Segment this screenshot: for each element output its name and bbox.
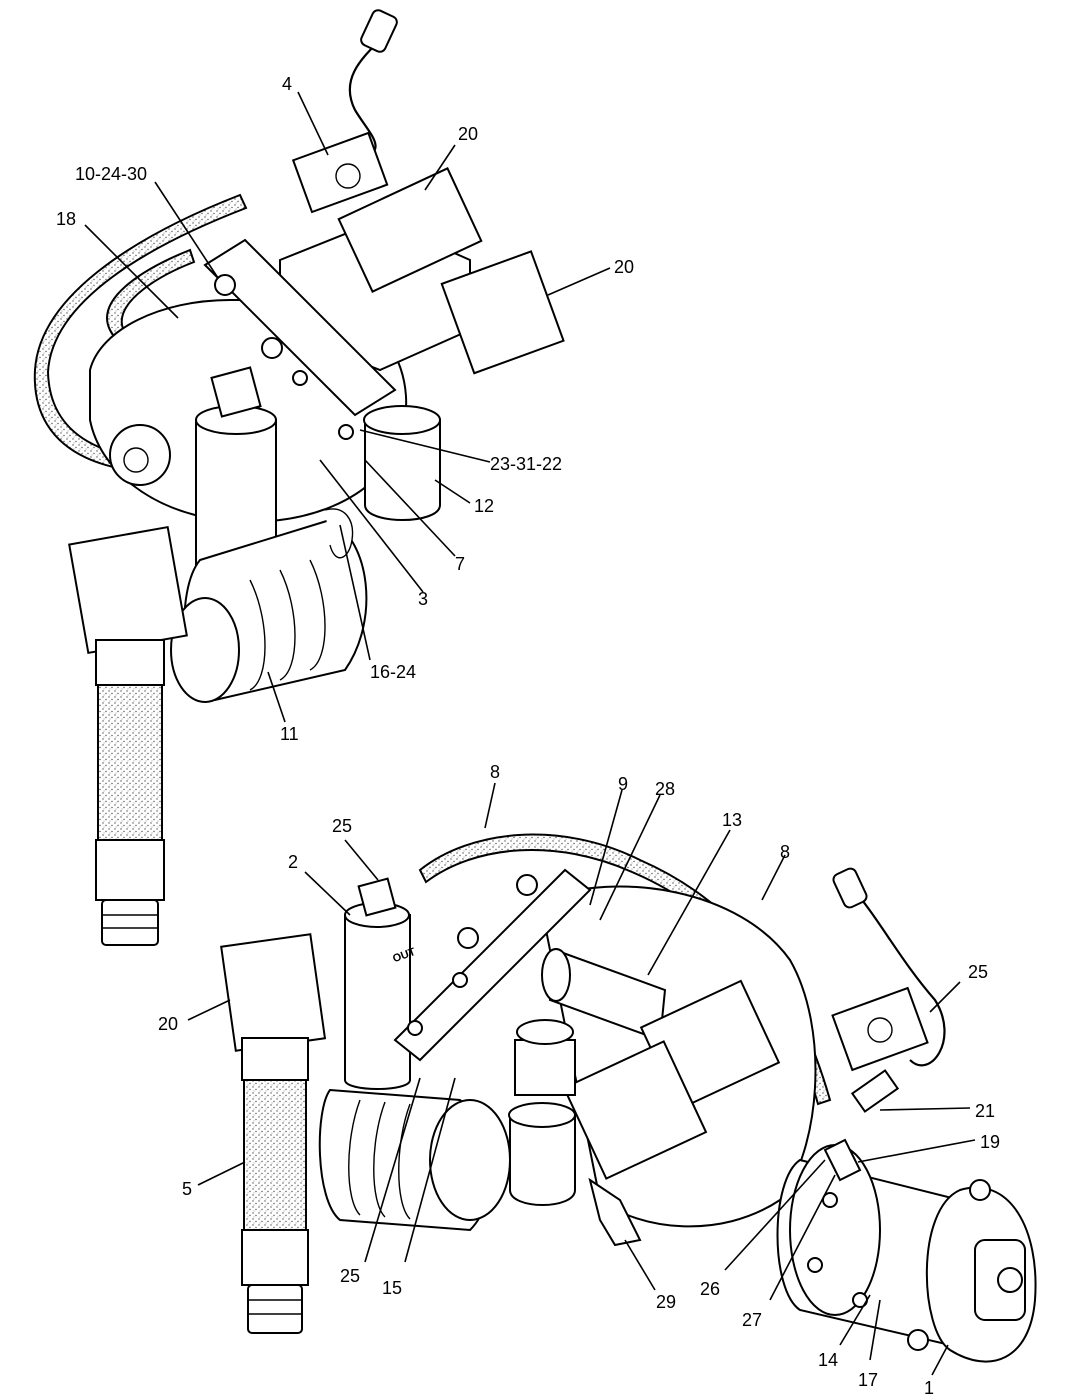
upper-pump-port-inner — [123, 447, 149, 473]
lower-center-valve-top — [516, 1019, 574, 1045]
callout-20-upper-a: 20 — [458, 124, 478, 144]
lower-hose-body — [243, 1079, 307, 1231]
lower-manifold-bar — [393, 868, 592, 1062]
callout-5: 5 — [182, 1179, 192, 1199]
upper-manifold-bolt-3 — [292, 370, 308, 386]
lower-upright-valve — [344, 914, 411, 1090]
callout-7: 7 — [455, 554, 465, 574]
upper-solenoid-20a — [337, 167, 483, 293]
upper-hose-fitting — [95, 639, 165, 686]
lower-solenoid-block-b — [562, 1040, 708, 1180]
callout-20-upper-b: 20 — [614, 257, 634, 277]
callout-25-bottom: 25 — [340, 1266, 360, 1286]
lower-shaft-nut — [997, 1267, 1023, 1293]
callout-2: 2 — [288, 852, 298, 872]
callout-18: 18 — [56, 209, 76, 229]
lower-manifold-bolt-2 — [516, 874, 538, 896]
upper-canister-top — [363, 405, 441, 435]
callout-1: 1 — [924, 1378, 934, 1398]
upper-manifold-bolt-4 — [338, 424, 354, 440]
callout-14: 14 — [818, 1350, 838, 1370]
callout-12: 12 — [474, 496, 494, 516]
callout-4: 4 — [282, 74, 292, 94]
upper-hose-body — [97, 684, 163, 841]
upper-manifold-bolt-1 — [214, 274, 236, 296]
upper-clamp — [324, 508, 354, 559]
callout-15: 15 — [382, 1278, 402, 1298]
lower-sensor-cap — [867, 1017, 893, 1043]
lower-hose-end-ribs — [248, 1299, 302, 1315]
callout-28: 28 — [655, 779, 675, 799]
lower-manifold-bolt-1 — [457, 927, 479, 949]
upper-left-solenoid — [68, 525, 188, 655]
upper-filter-end — [170, 597, 240, 703]
lower-canister — [509, 1114, 576, 1206]
upper-hose-end-ribs — [102, 914, 158, 929]
lower-canister-top — [508, 1102, 576, 1128]
callout-25-right: 25 — [968, 962, 988, 982]
callout-27: 27 — [742, 1310, 762, 1330]
callout-19: 19 — [980, 1132, 1000, 1152]
lower-center-valve — [514, 1039, 576, 1096]
upper-hose-sleeve — [95, 839, 165, 901]
callout-16-24: 16-24 — [370, 662, 416, 682]
lower-filter-end — [429, 1099, 511, 1221]
lower-hose-fitting — [241, 1037, 309, 1081]
callout-13: 13 — [722, 810, 742, 830]
upper-upright-valve-cap — [210, 366, 262, 418]
lower-flange-bolt-2 — [907, 1329, 929, 1351]
lower-hose-end — [247, 1284, 303, 1334]
callout-29: 29 — [656, 1292, 676, 1312]
callout-10-24-30: 10-24-30 — [75, 164, 147, 184]
lower-fitting-21 — [850, 1069, 900, 1113]
callout-20-lower: 20 — [158, 1014, 178, 1034]
callout-3: 3 — [418, 589, 428, 609]
callout-25-top: 25 — [332, 816, 352, 836]
upper-canister — [364, 419, 441, 521]
callout-26: 26 — [700, 1279, 720, 1299]
upper-manifold-bar — [203, 238, 397, 417]
lower-manifold-bolt-4 — [407, 1020, 423, 1036]
callout-23-31-22: 23-31-22 — [490, 454, 562, 474]
callout-labels: 4 20 10-24-30 18 20 23-31-22 12 7 3 16-2… — [56, 74, 1000, 1398]
lower-sensor-wire — [849, 884, 946, 1067]
lower-upright-valve-cap — [357, 877, 397, 917]
lower-cylinder-end — [541, 948, 571, 1002]
upper-sensor-4-cap — [335, 163, 361, 189]
lower-filter-rings — [348, 1099, 411, 1220]
lower-housing-bolt-1 — [822, 1192, 838, 1208]
lower-bracket — [588, 1177, 642, 1247]
upper-filter-rings — [249, 559, 326, 691]
lower-manifold-bolt-3 — [452, 972, 468, 988]
upper-sensor-plug — [360, 9, 398, 53]
lower-sensor-plug — [832, 867, 868, 909]
callout-9: 9 — [618, 774, 628, 794]
lower-assembly: OUT — [220, 833, 1037, 1363]
callout-8-right: 8 — [780, 842, 790, 862]
upper-assembly — [33, 9, 565, 946]
upper-hose-end — [101, 899, 159, 946]
leader-lines — [84, 91, 976, 1376]
callout-21: 21 — [975, 1101, 995, 1121]
lower-fitting-elbow — [823, 1138, 862, 1182]
lower-housing-bolt-2 — [807, 1257, 823, 1273]
callout-17: 17 — [858, 1370, 878, 1390]
upper-manifold-bolt-2 — [261, 337, 283, 359]
upper-solenoid-20b — [440, 250, 565, 375]
callout-8-left: 8 — [490, 762, 500, 782]
lower-left-solenoid — [220, 933, 327, 1052]
lower-hose-sleeve — [241, 1229, 309, 1286]
lower-flange-bolt-1 — [969, 1179, 991, 1201]
callout-11: 11 — [280, 724, 299, 744]
lower-long-hose — [418, 833, 832, 1106]
